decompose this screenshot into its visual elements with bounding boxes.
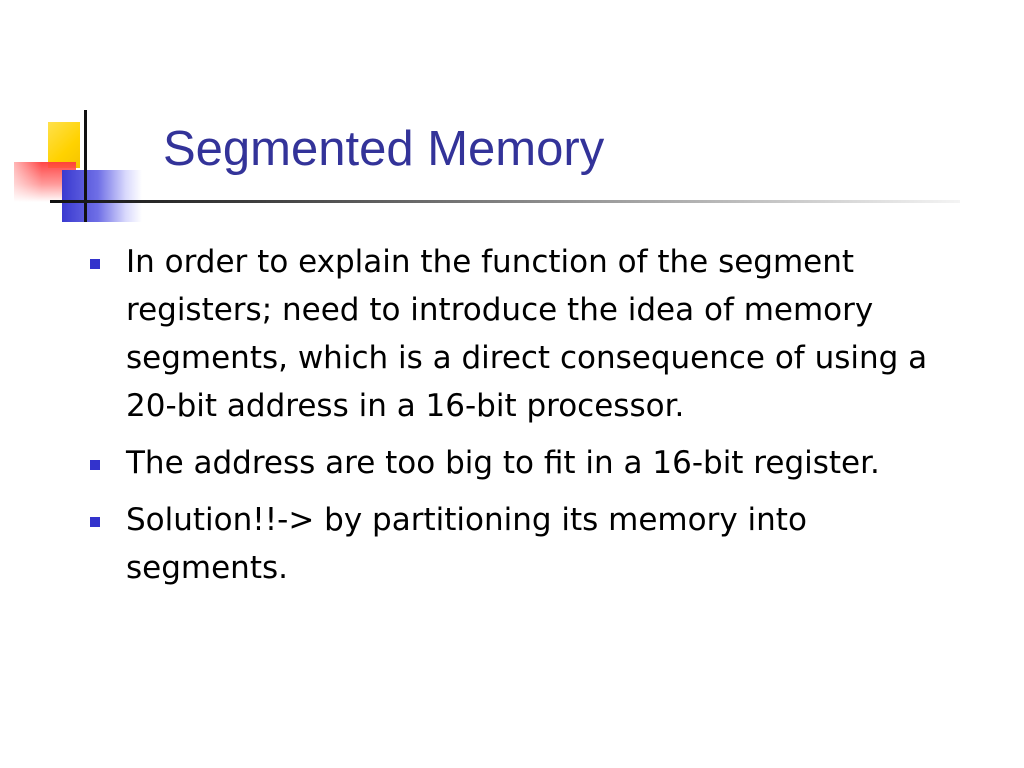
bullet-item: In order to explain the function of the …	[86, 238, 966, 430]
bullet-text: Solution!!-> by partitioning its memory …	[126, 502, 807, 586]
title-underline	[50, 200, 960, 203]
slide-title: Segmented Memory	[163, 122, 605, 176]
bullet-item: The address are too big to fit in a 16-b…	[86, 439, 966, 487]
bullet-item: Solution!!-> by partitioning its memory …	[86, 496, 966, 592]
bullet-list: In order to explain the function of the …	[86, 238, 966, 601]
bullet-square-icon	[90, 460, 100, 470]
bullet-text: The address are too big to fit in a 16-b…	[126, 445, 880, 481]
bullet-square-icon	[90, 517, 100, 527]
logo-blue-square	[62, 170, 142, 222]
slide-logo	[0, 100, 960, 230]
bullet-text: In order to explain the function of the …	[126, 244, 928, 424]
logo-vertical-line	[84, 110, 87, 222]
logo-yellow-square	[48, 122, 80, 168]
bullet-square-icon	[90, 259, 100, 269]
